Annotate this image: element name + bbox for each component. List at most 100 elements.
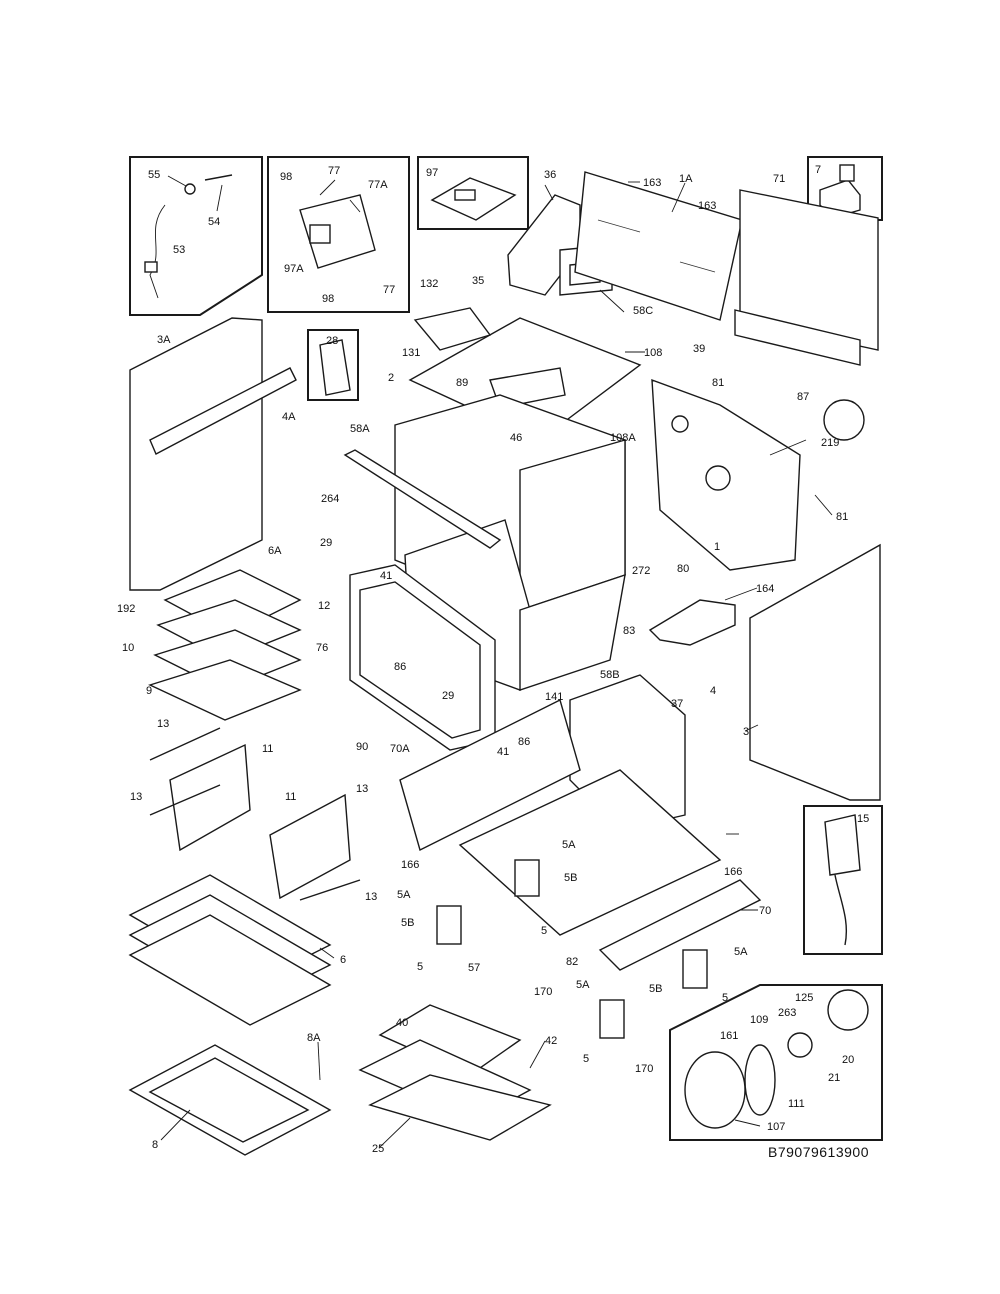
callout-22: 89 xyxy=(456,377,468,389)
callout-67: 5A xyxy=(397,889,411,901)
callout-51: 86 xyxy=(518,736,530,748)
callout-3: 98 xyxy=(280,171,292,183)
callout-83: 125 xyxy=(795,992,813,1004)
callout-2: 53 xyxy=(173,244,185,256)
callout-39: 76 xyxy=(316,642,328,654)
clip-part xyxy=(319,339,351,396)
callout-42: 80 xyxy=(677,563,689,575)
callout-96: 25 xyxy=(372,1143,384,1155)
rear-cover-panel xyxy=(734,189,879,366)
callout-19: 108 xyxy=(644,347,662,359)
callout-70: 5 xyxy=(417,961,423,973)
callout-48: 10 xyxy=(122,642,134,654)
callout-56: 3 xyxy=(743,726,749,738)
callout-25: 28 xyxy=(326,335,338,347)
callout-30: 39 xyxy=(693,343,705,355)
lower-racks xyxy=(128,874,332,1026)
callout-57: 58B xyxy=(600,669,620,681)
callout-37: 41 xyxy=(380,570,392,582)
callout-84: 263 xyxy=(778,1007,796,1019)
callout-41: 272 xyxy=(632,565,650,577)
drip-tray-inner xyxy=(148,1057,310,1143)
callout-21: 2 xyxy=(388,372,394,384)
callout-93: 42 xyxy=(545,1035,557,1047)
callout-65: 166 xyxy=(401,859,419,871)
callout-24: 108A xyxy=(610,432,636,444)
control-housing xyxy=(651,378,865,571)
callout-labels: 55 54 53 98 77 77A 97A 98 77 97 36 163 1… xyxy=(117,164,869,1155)
support-bracket xyxy=(648,599,736,646)
callout-9: 97 xyxy=(426,167,438,179)
callout-38: 86 xyxy=(394,661,406,673)
convection-fan-assembly xyxy=(684,989,869,1129)
callout-43: 1 xyxy=(714,541,720,553)
callout-76: 70 xyxy=(759,905,771,917)
callout-49: 9 xyxy=(146,685,152,697)
callout-23: 46 xyxy=(510,432,522,444)
callout-73: 57 xyxy=(468,962,480,974)
callout-68: 5B xyxy=(401,917,414,929)
callout-10: 36 xyxy=(544,169,556,181)
probe-part xyxy=(144,174,233,299)
callout-29: 264 xyxy=(321,493,339,505)
callout-0: 55 xyxy=(148,169,160,181)
callout-75: 166 xyxy=(724,866,742,878)
callout-87: 161 xyxy=(720,1030,738,1042)
callout-32: 87 xyxy=(797,391,809,403)
rear-panel xyxy=(574,171,743,321)
callout-34: 81 xyxy=(836,511,848,523)
callout-14: 71 xyxy=(773,173,785,185)
callout-12: 1A xyxy=(679,173,693,185)
leader-lines xyxy=(160,175,833,1148)
callout-86: 20 xyxy=(842,1054,854,1066)
callout-94: 8A xyxy=(307,1032,321,1044)
callout-8: 77 xyxy=(383,284,395,296)
callout-1: 54 xyxy=(208,216,220,228)
callout-54: 4 xyxy=(710,685,716,697)
callout-45: 83 xyxy=(623,625,635,637)
callout-90: 107 xyxy=(767,1121,785,1133)
storage-drawer xyxy=(358,1004,552,1141)
callout-5: 77A xyxy=(368,179,388,191)
callout-91: 170 xyxy=(635,1063,653,1075)
callout-77: 82 xyxy=(566,956,578,968)
callout-20: 131 xyxy=(402,347,420,359)
callout-64: 70A xyxy=(390,743,410,755)
callout-80: 5B xyxy=(649,983,662,995)
callout-46: 6A xyxy=(268,545,282,557)
control-board-part xyxy=(299,179,376,269)
callout-16: 132 xyxy=(420,278,438,290)
callout-53: 141 xyxy=(545,691,563,703)
callout-71: 5 xyxy=(541,925,547,937)
callout-59: 11 xyxy=(262,743,273,755)
relay-board-part xyxy=(430,177,517,221)
callout-63: 13 xyxy=(365,891,377,903)
callout-78: 5A xyxy=(734,946,748,958)
callout-62: 11 xyxy=(285,791,296,803)
callout-81: 5 xyxy=(722,992,728,1004)
callout-74: 170 xyxy=(534,986,552,998)
callout-85: 109 xyxy=(750,1014,768,1026)
callout-50: 41 xyxy=(497,746,509,758)
callout-18: 58C xyxy=(633,305,653,317)
callout-79: 5A xyxy=(576,979,590,991)
callout-95: 8 xyxy=(152,1139,158,1151)
diagram-code: B79079613900 xyxy=(768,1144,869,1160)
callout-52: 90 xyxy=(356,741,368,753)
callout-15: 7 xyxy=(815,164,821,176)
callout-28: 58A xyxy=(350,423,370,435)
callout-47: 192 xyxy=(117,603,135,615)
callout-60: 13 xyxy=(130,791,142,803)
callout-55: 37 xyxy=(671,698,683,710)
callout-33: 219 xyxy=(821,437,839,449)
callout-11: 163 xyxy=(643,177,661,189)
callout-31: 81 xyxy=(712,377,724,389)
callout-36: 12 xyxy=(318,600,330,612)
heating-element xyxy=(824,814,861,946)
oven-racks xyxy=(148,569,302,721)
callout-88: 21 xyxy=(828,1072,840,1084)
callout-72: 6 xyxy=(340,954,346,966)
callout-97: 5 xyxy=(583,1053,589,1065)
rack-guides xyxy=(149,727,361,901)
